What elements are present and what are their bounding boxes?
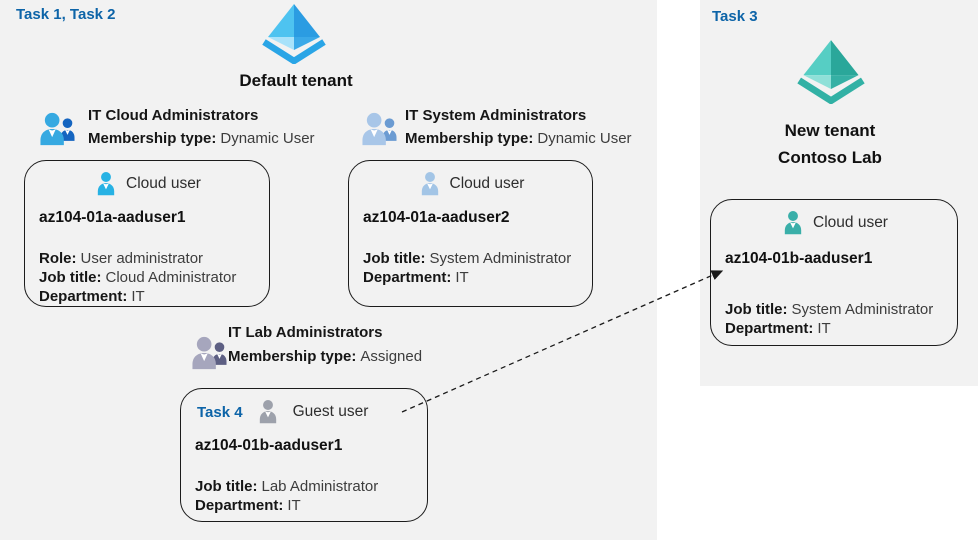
card-header: Cloud user <box>363 169 578 199</box>
detail-line: Job title:Cloud Administrator <box>39 269 237 286</box>
new-tenant-name-line1: New tenant <box>784 121 876 140</box>
group-name: IT Lab Administrators <box>228 324 383 341</box>
group-name: IT Cloud Administrators <box>88 107 259 124</box>
user-type-label: Guest user <box>292 403 369 420</box>
default-tenant-panel: Task 1, Task 2 Default tenant IT Cloud A… <box>0 0 657 540</box>
user-details: Job title:Lab Administrator Department:I… <box>195 477 413 515</box>
guest-user-icon <box>259 400 276 424</box>
user-card-aaduser2: Cloud user az104-01a-aaduser2 Job title:… <box>348 160 593 307</box>
detail-line: Department:IT <box>195 497 301 514</box>
username: az104-01a-aaduser2 <box>363 209 510 226</box>
default-tenant-icon <box>262 4 326 64</box>
group-membership: Membership type:Dynamic User <box>88 130 315 147</box>
detail-line: Department:IT <box>363 269 469 286</box>
user-card-new-tenant: Cloud user az104-01b-aaduser1 Job title:… <box>710 199 958 346</box>
detail-line: Department:IT <box>39 288 145 305</box>
cloud-user-icon <box>97 172 115 196</box>
task-3-label: Task 3 <box>712 8 758 25</box>
username: az104-01b-aaduser1 <box>725 250 873 267</box>
cloud-user-icon <box>421 172 438 196</box>
card-header: Cloud user <box>725 208 943 238</box>
group-membership: Membership type:Dynamic User <box>405 130 632 147</box>
membership-type-label: Membership type: <box>405 130 534 147</box>
new-tenant-panel: Task 3 New tenant Contoso Lab Cloud user… <box>700 0 978 386</box>
membership-type-label: Membership type: <box>228 348 357 365</box>
detail-line: Role:User administrator <box>39 250 204 267</box>
username: az104-01a-aaduser1 <box>39 209 186 226</box>
user-type-label: Cloud user <box>449 175 525 192</box>
detail-line: Job title:Lab Administrator <box>195 478 379 495</box>
default-tenant-name: Default tenant <box>239 71 353 90</box>
user-details: Job title:System Administrator Departmen… <box>363 249 578 287</box>
new-tenant-icon <box>797 40 865 104</box>
membership-type-value: Dynamic User <box>537 130 632 147</box>
card-header: Task 4 Guest user <box>195 397 413 427</box>
it-lab-administrators-group-icon <box>192 336 228 370</box>
user-card-aaduser1: Cloud user az104-01a-aaduser1 Role:User … <box>24 160 270 307</box>
group-membership: Membership type:Assigned <box>228 348 422 365</box>
task-4-label: Task 4 <box>197 403 243 421</box>
user-type-label: Cloud user <box>813 214 888 231</box>
membership-type-label: Membership type: <box>88 130 217 147</box>
cloud-user-icon <box>784 211 802 235</box>
group-name: IT System Administrators <box>405 107 587 124</box>
membership-type-value: Assigned <box>360 348 423 365</box>
task-1-2-label: Task 1, Task 2 <box>16 6 116 23</box>
detail-line: Department:IT <box>725 320 831 337</box>
guest-user-card: Task 4 Guest user az104-01b-aaduser1 Job… <box>180 388 428 522</box>
user-details: Role:User administrator Job title:Cloud … <box>39 249 255 306</box>
new-tenant-name-line2: Contoso Lab <box>778 148 882 167</box>
user-details: Job title:System Administrator Departmen… <box>725 300 943 338</box>
detail-line: Job title:System Administrator <box>725 301 934 318</box>
username: az104-01b-aaduser1 <box>195 437 343 454</box>
membership-type-value: Dynamic User <box>220 130 315 147</box>
user-type-label: Cloud user <box>126 175 201 192</box>
detail-line: Job title:System Administrator <box>363 250 572 267</box>
it-system-administrators-group-icon <box>362 112 398 146</box>
card-header: Cloud user <box>39 169 255 199</box>
it-cloud-administrators-group-icon <box>40 112 76 146</box>
